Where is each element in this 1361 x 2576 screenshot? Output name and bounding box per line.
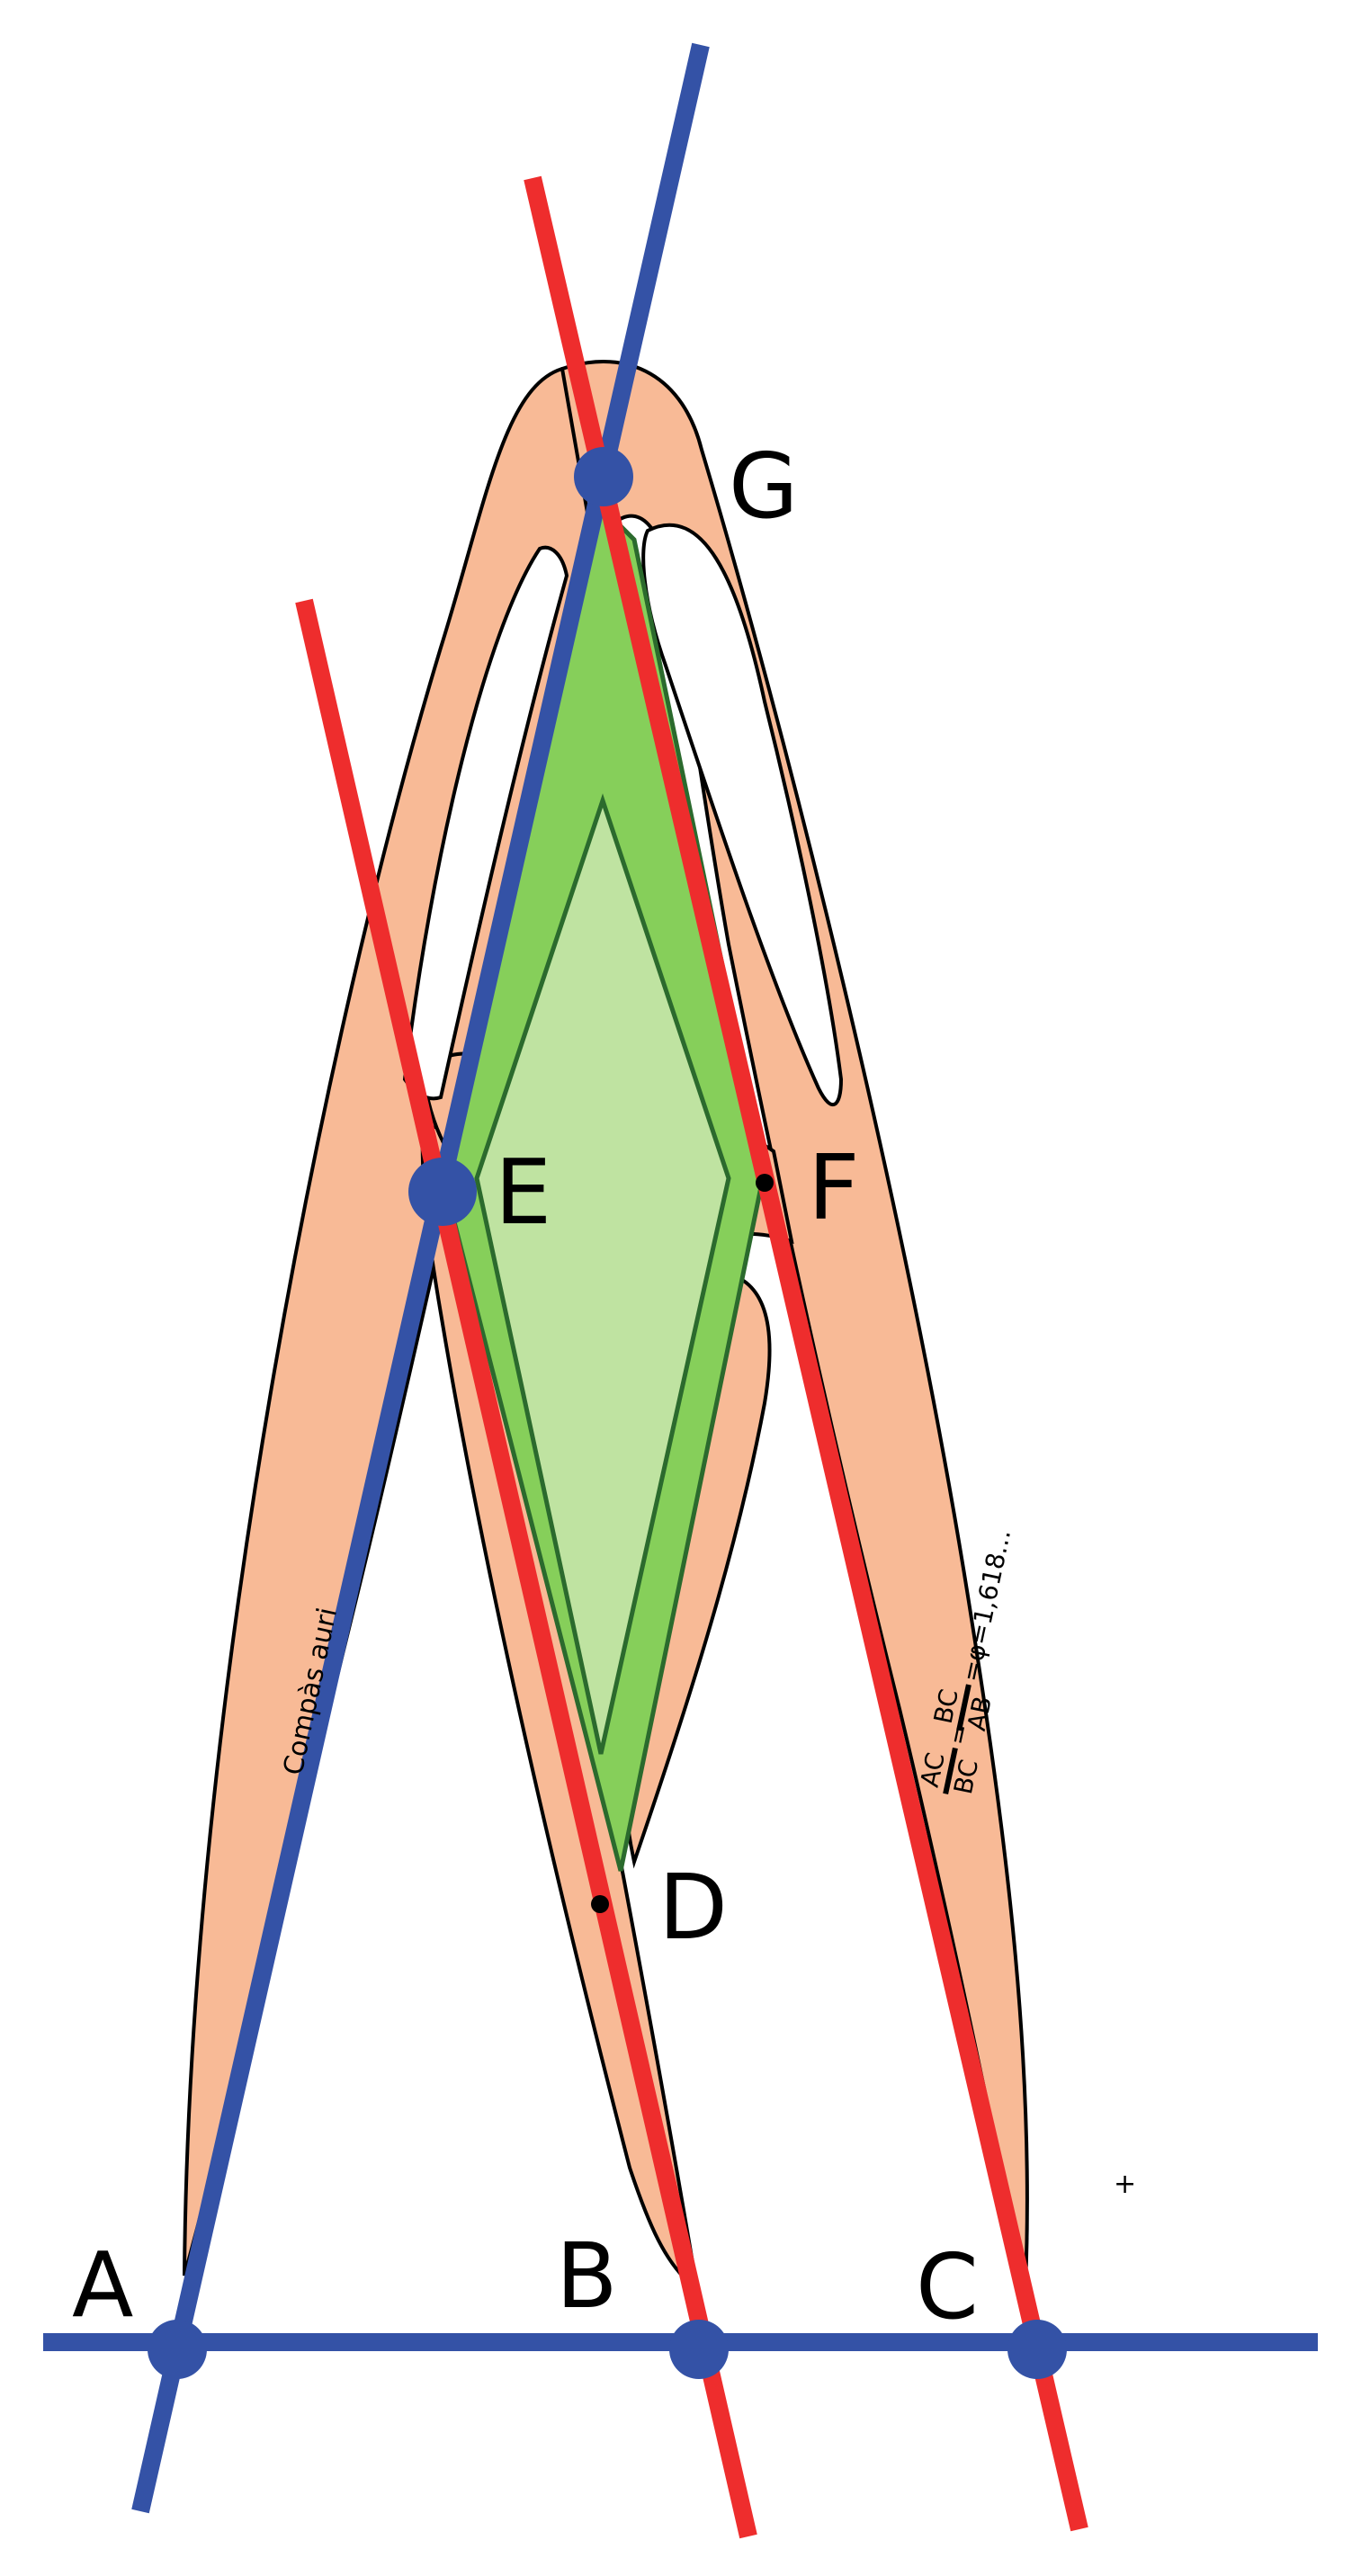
label-A: A (72, 2232, 133, 2338)
formula-den2: AB (962, 1694, 998, 1733)
plus-mark: + (1114, 2169, 1136, 2200)
point-E-dot (408, 1158, 477, 1226)
label-C: C (916, 2234, 979, 2339)
point-B-dot (669, 2320, 729, 2379)
label-E: E (495, 1140, 551, 1245)
formula-bar2 (956, 1684, 972, 1731)
construction-lines (43, 42, 1318, 2539)
label-B: B (556, 2223, 618, 2329)
compass-holes (402, 523, 844, 1107)
line-BE (295, 598, 757, 2539)
points (148, 447, 1067, 2379)
formula-den1: BC (948, 1757, 984, 1796)
formula-num2: BC (928, 1686, 964, 1726)
point-D-dot (591, 1895, 609, 1913)
compass-hole-right (641, 523, 844, 1107)
label-G: G (729, 434, 799, 539)
label-D: D (658, 1855, 728, 1960)
point-A-dot (148, 2320, 207, 2379)
point-C-dot (1007, 2320, 1067, 2379)
line-CG (524, 175, 1088, 2532)
compass-hole-left (402, 545, 569, 1101)
point-G-dot (574, 447, 633, 506)
rhombus-inner (474, 793, 731, 1755)
formula-num1: AC (915, 1750, 951, 1790)
formula-bar1 (943, 1747, 958, 1794)
point-F-dot (756, 1174, 774, 1192)
label-F: F (808, 1135, 860, 1240)
